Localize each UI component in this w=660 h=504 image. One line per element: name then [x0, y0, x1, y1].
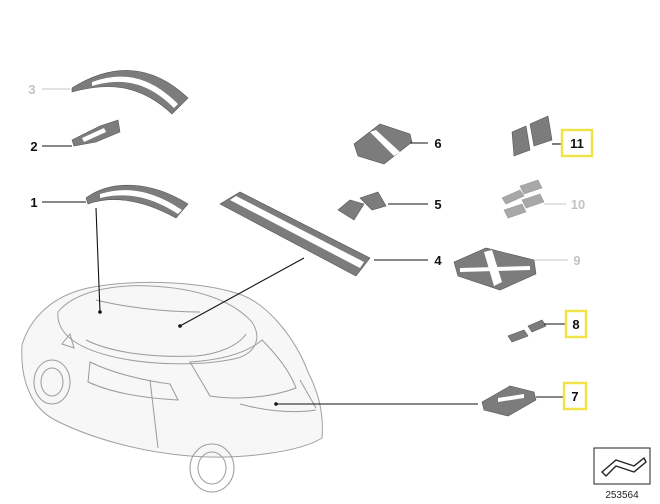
highlight-box-8 [564, 309, 588, 339]
decal-part-7 [481, 385, 537, 417]
callout-3[interactable]: 3 [28, 82, 35, 97]
decal-part-8 [507, 319, 547, 343]
callout-11[interactable]: 11 [570, 136, 584, 151]
decal-part-5 [337, 191, 387, 221]
decal-part-4 [219, 191, 371, 277]
leader-lines [42, 88, 568, 406]
callout-10[interactable]: 10 [571, 197, 585, 212]
callout-5[interactable]: 5 [434, 197, 441, 212]
decal-part-9 [453, 247, 537, 291]
highlight-box-11 [560, 128, 594, 158]
callout-4[interactable]: 4 [434, 253, 442, 268]
reference-number: 253564 [605, 490, 639, 501]
callout-1[interactable]: 1 [30, 195, 37, 210]
callout-8[interactable]: 8 [572, 317, 579, 332]
callout-2[interactable]: 2 [30, 139, 37, 154]
decal-part-1 [85, 184, 189, 219]
callout-7[interactable]: 7 [571, 389, 578, 404]
decal-part-10 [501, 179, 545, 219]
decal-part-3 [71, 70, 189, 115]
direction-arrow-icon [601, 457, 647, 477]
highlight-box-7 [562, 381, 588, 411]
car-illustration [21, 281, 323, 493]
callout-9[interactable]: 9 [573, 253, 580, 268]
decal-part-6 [353, 123, 413, 165]
decal-part-11 [511, 115, 553, 157]
decal-part-2 [71, 119, 121, 147]
callout-6[interactable]: 6 [434, 136, 441, 151]
reference-box: 253564 [593, 447, 651, 501]
